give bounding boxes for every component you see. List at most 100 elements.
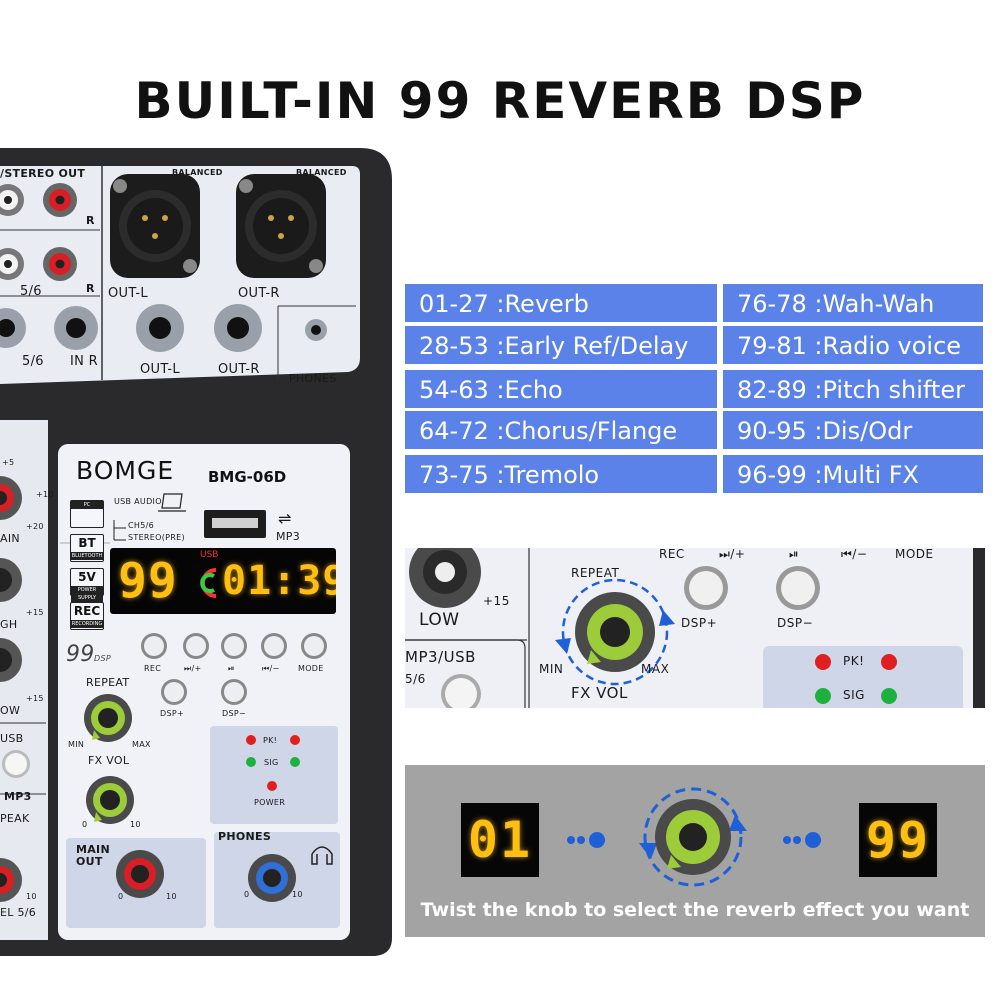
bluetooth-level-icon xyxy=(200,568,217,598)
label-btn-play: ⏯ xyxy=(228,664,235,673)
effect-range-pitch: 82-89 :Pitch shifter xyxy=(722,369,984,409)
zoom-label-sig: SIG xyxy=(843,688,865,702)
label-stereo-pre: STEREO(PRE) xyxy=(128,533,185,542)
jack-quarter-4 xyxy=(214,304,262,352)
display-preset-number: 99 xyxy=(118,553,178,609)
badge-pc: PC xyxy=(70,500,104,528)
side-knob-low xyxy=(0,638,22,682)
label-repeat: REPEAT xyxy=(86,676,130,689)
knob-tip-art xyxy=(567,787,821,887)
jack-phones xyxy=(305,319,327,341)
label-fx-ten: 10 xyxy=(130,820,141,829)
label-btn-next: ⏭/+ xyxy=(184,664,202,673)
label-out-r-lower: OUT-R xyxy=(218,362,260,377)
xlr-left xyxy=(110,174,200,278)
zoom-label-dsp-plus: DSP+ xyxy=(681,616,718,630)
effect-range-early-ref: 28-53 :Early Ref/Delay xyxy=(404,325,718,365)
label-balanced-left: BALANCED xyxy=(172,168,223,177)
tip-display-end: 99 xyxy=(859,803,937,877)
zoom-detail-panel: +15 LOW MP3/USB 5/6 REC ⏭/+ ⏯ ⏮/− MODE R… xyxy=(405,548,985,708)
label-stereo-out: /STEREO OUT xyxy=(0,167,86,180)
side-knob-gain xyxy=(0,476,22,520)
label-side-p15b: +15 xyxy=(26,694,44,703)
effect-range-disodr: 90-95 :Dis/Odr xyxy=(722,410,984,450)
zoom-label-max: MAX xyxy=(641,662,670,676)
label-out-r-top: OUT-R xyxy=(238,286,280,301)
label-dsp-plus: DSP+ xyxy=(160,709,184,718)
rca-jack-white-top xyxy=(0,184,24,216)
label-main-zero: 0 xyxy=(118,892,124,901)
label-btn-mode: MODE xyxy=(298,664,324,673)
xlr-right xyxy=(236,174,326,278)
side-knob-high xyxy=(0,558,22,602)
label-min: MIN xyxy=(68,740,85,749)
side-knob-level xyxy=(0,858,22,902)
label-main-out: MAIN OUT xyxy=(76,843,110,868)
side-button xyxy=(2,750,30,778)
zoom-label-next: ⏭/+ xyxy=(719,548,746,561)
rca-jack-white-mid xyxy=(0,248,24,280)
zoom-label-p15: +15 xyxy=(483,594,510,608)
label-main-ten: 10 xyxy=(166,892,177,901)
zoom-label-dsp-minus: DSP− xyxy=(777,616,814,630)
button-mode xyxy=(301,633,327,659)
zoom-label-repeat: REPEAT xyxy=(571,566,620,580)
label-in-r: IN R xyxy=(70,354,98,369)
tip-display-start: 01 xyxy=(461,803,539,877)
label-phones-jack: PHONES xyxy=(289,372,337,385)
label-side-ow: OW xyxy=(0,704,21,717)
main-out-knob xyxy=(116,850,164,898)
label-r-mid: R xyxy=(86,282,95,295)
jack-quarter-1 xyxy=(0,308,26,348)
label-mp3-usb: MP3 xyxy=(276,530,301,543)
button-dsp-minus xyxy=(221,679,247,705)
zoom-label-ch56: 5/6 xyxy=(405,672,426,686)
zoom-label-mode: MODE xyxy=(895,548,934,561)
zoom-detail-art xyxy=(405,548,985,708)
rca-jack-red-mid xyxy=(43,247,77,281)
tip-caption: Twist the knob to select the reverb effe… xyxy=(420,899,970,921)
label-pk: PK! xyxy=(263,736,278,745)
zoom-label-prev: ⏮/− xyxy=(841,548,868,561)
label-power: POWER xyxy=(254,798,286,807)
repeat-knob xyxy=(84,694,132,742)
label-ch56-top: 5/6 xyxy=(20,284,42,299)
jack-quarter-2 xyxy=(54,306,98,350)
effect-range-wah: 76-78 :Wah-Wah xyxy=(722,283,984,323)
button-next xyxy=(183,633,209,659)
zoom-label-mp3usb: MP3/USB xyxy=(405,648,476,666)
dsp-logo-number: 99 xyxy=(66,642,95,667)
label-fx-zero: 0 xyxy=(82,820,88,829)
label-btn-prev: ⏮/− xyxy=(262,664,280,673)
knob-tip-panel: 01 99 Twist the knob to select the rever… xyxy=(405,765,985,937)
dsp-logo-text: DSP xyxy=(94,654,111,663)
segment-display: USB 99 01:39 xyxy=(110,548,336,614)
button-rec xyxy=(141,633,167,659)
model-name: BMG-06D xyxy=(208,468,287,486)
rca-jack-red-top xyxy=(43,183,77,217)
effect-range-radio: 79-81 :Radio voice xyxy=(722,325,984,365)
zoom-label-play: ⏯ xyxy=(789,548,800,561)
label-side-usb: USB xyxy=(0,732,24,745)
label-side-peak: PEAK xyxy=(0,812,30,825)
label-side-p15a: +15 xyxy=(26,608,44,617)
label-out-l-top: OUT-L xyxy=(108,286,148,301)
label-fx-vol: FX VOL xyxy=(88,754,130,767)
label-sig: SIG xyxy=(264,758,279,767)
label-balanced-right: BALANCED xyxy=(296,168,347,177)
brand-name: BOMGE xyxy=(76,456,175,485)
zoom-label-min: MIN xyxy=(539,662,564,676)
fx-vol-knob xyxy=(86,776,134,824)
label-phones-knob: PHONES xyxy=(218,830,272,843)
headline: BUILT-IN 99 REVERB DSP xyxy=(134,72,866,130)
zoom-label-rec: REC xyxy=(659,548,685,561)
label-usb-audio: USB AUDIO xyxy=(114,497,162,506)
label-side-p20: +20 xyxy=(26,522,44,531)
zoom-label-low: LOW xyxy=(419,610,460,630)
button-prev xyxy=(261,633,287,659)
effect-range-reverb: 01-27 :Reverb xyxy=(404,283,718,323)
label-ch56-out: CH5/6 xyxy=(128,521,154,530)
label-side-level: EL 5/6 xyxy=(0,906,37,919)
zoom-label-fx-vol: FX VOL xyxy=(571,684,628,702)
